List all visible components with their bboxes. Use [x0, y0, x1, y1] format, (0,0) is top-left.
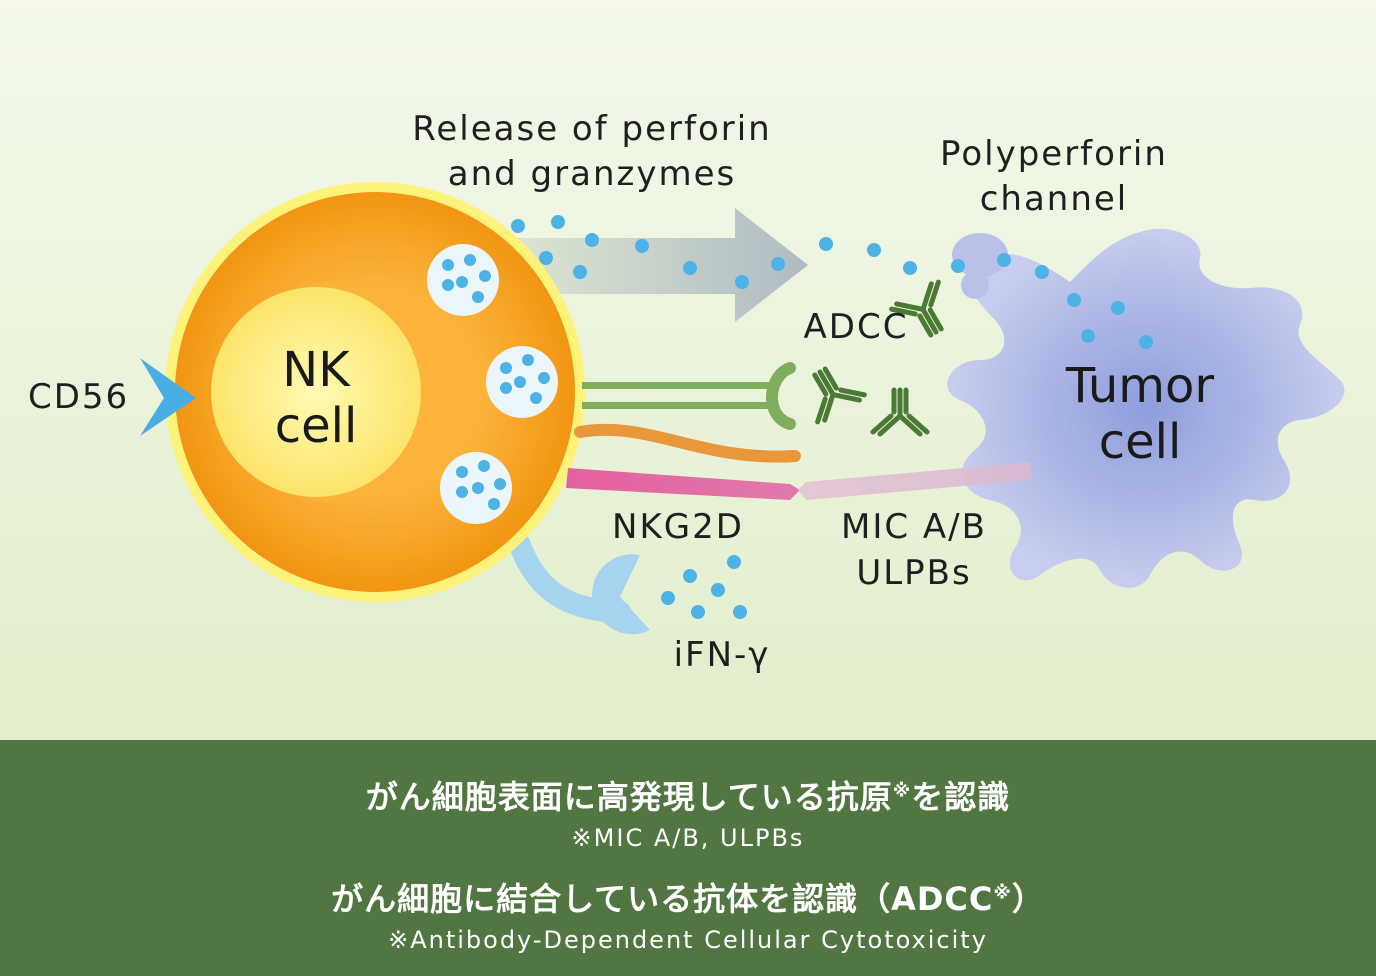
- polyperforin-channel: [952, 233, 1008, 277]
- nk-nucleus: [211, 287, 421, 497]
- caption-line-1-tail: を認識: [911, 778, 1011, 816]
- caption-line-2-text: がん細胞に結合している抗体を認識（ADCC: [331, 880, 994, 918]
- mic-label-2: ULPBs: [856, 553, 971, 593]
- caption-line-2: がん細胞に結合している抗体を認識（ADCC※）: [0, 874, 1376, 920]
- tumor-cell-label-1: Tumor: [1065, 358, 1215, 414]
- caption-note-2: ※Antibody-Dependent Cellular Cytotoxicit…: [388, 926, 988, 954]
- caption-line-2-mark: ※: [993, 882, 1012, 904]
- orange-ligand-line: [574, 423, 801, 463]
- adcc-receptor: [582, 362, 796, 430]
- caption-line-2-tail: ）: [1011, 880, 1045, 918]
- granule-1: [427, 244, 499, 316]
- polyperforin-label-2: channel: [980, 179, 1129, 219]
- cd56-label: CD56: [28, 377, 129, 417]
- mic-label-1: MIC A/B: [841, 507, 987, 547]
- ifn-dots: [661, 555, 747, 619]
- nk-cell-label-2: cell: [275, 398, 358, 454]
- adcc-label: ADCC: [804, 307, 909, 347]
- caption-note-1: ※MIC A/B, ULPBs: [571, 824, 805, 852]
- caption-line-1-mark: ※: [892, 780, 912, 802]
- caption-line-1: がん細胞表面に高発現している抗原※を認識: [0, 772, 1376, 818]
- release-label-1: Release of perforin: [412, 109, 771, 149]
- granule-2: [486, 346, 558, 418]
- caption-line-1-text: がん細胞表面に高発現している抗原: [365, 778, 893, 816]
- nk-cell-label-1: NK: [282, 342, 351, 398]
- ifn-label: iFN-γ: [674, 635, 771, 675]
- polyperforin-label-1: Polyperforin: [940, 134, 1168, 174]
- perforin-dots: [511, 215, 1153, 349]
- cd56-marker: [140, 358, 196, 436]
- channel-neck: [961, 271, 989, 299]
- granule-3: [440, 452, 512, 524]
- tumor-cell-label-2: cell: [1099, 414, 1182, 470]
- release-label-2: and granzymes: [448, 154, 736, 194]
- mic-ligand: [798, 462, 1032, 500]
- ifn-receptor: [592, 554, 650, 635]
- tumor-cell: [947, 228, 1345, 588]
- nkg2d-label: NKG2D: [612, 507, 744, 547]
- footer-caption: がん細胞表面に高発現している抗原※を認識 ※MIC A/B, ULPBs がん細…: [0, 740, 1376, 976]
- nkg2d-receptor: [566, 468, 800, 500]
